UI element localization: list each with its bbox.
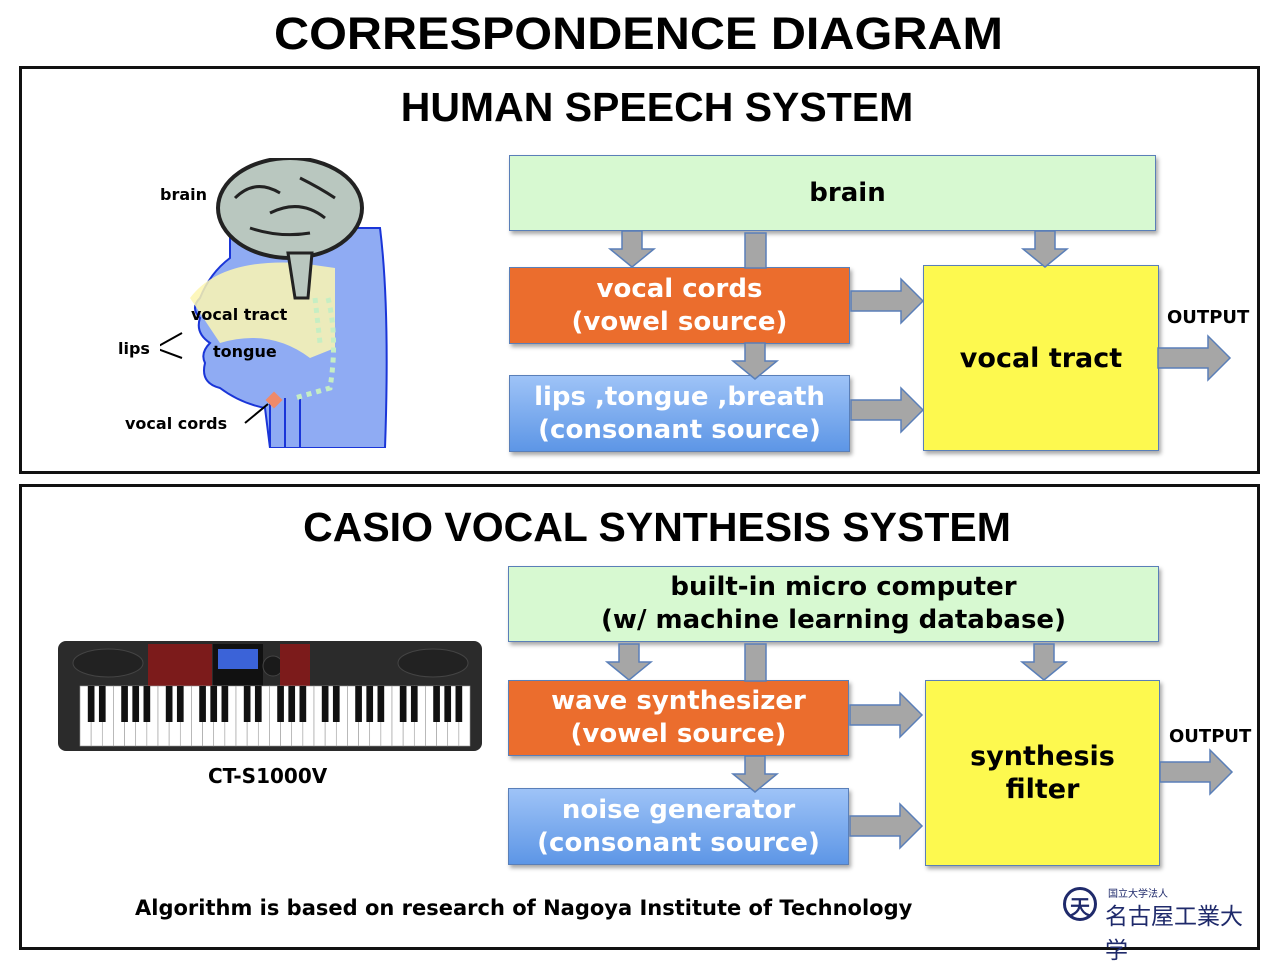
dotted-path-icon <box>294 297 337 401</box>
vocal-tract-block-label: vocal tract <box>959 342 1123 374</box>
footnote: Algorithm is based on research of Nagoya… <box>135 896 913 920</box>
black-key <box>165 686 173 722</box>
wave-synthesizer-block-line2: (vowel source) <box>570 719 787 749</box>
consonant-source-block-line1: lips ,tongue ,breath <box>534 381 825 412</box>
black-key <box>455 686 463 722</box>
vocal-cords-label: vocal cords <box>125 414 228 433</box>
black-key <box>366 686 374 722</box>
human-head-illustration <box>160 158 388 448</box>
lips-label: lips <box>118 339 150 358</box>
black-key <box>299 686 307 722</box>
microcomputer-block-line1: built-in micro computer <box>670 572 1017 602</box>
casio-heading: CASIO VOCAL SYNTHESIS SYSTEM <box>303 504 1011 550</box>
logo-subtitle: 国立大学法人 <box>1108 889 1168 900</box>
logo-name: 名古屋工業大学 <box>1105 904 1243 964</box>
throat-lines <box>269 398 301 448</box>
keyboard-image <box>58 641 482 751</box>
wave-synthesizer-block: wave synthesizer (vowel source) <box>508 680 849 756</box>
wave-synthesizer-block-line1: wave synthesizer <box>551 686 806 716</box>
noise-generator-block: noise generator (consonant source) <box>508 788 849 865</box>
microcomputer-block-line2: (w/ machine learning database) <box>601 605 1066 635</box>
microcomputer-block: built-in micro computer (w/ machine lear… <box>508 566 1159 642</box>
casio-output-label: OUTPUT <box>1169 726 1252 747</box>
black-key <box>210 686 218 722</box>
black-key <box>433 686 440 722</box>
black-key <box>87 686 95 722</box>
product-label: CT-S1000V <box>208 764 328 788</box>
brain-label: brain <box>160 185 208 204</box>
black-key <box>199 686 206 722</box>
page-title: CORRESPONDENCE DIAGRAM <box>273 8 1004 59</box>
vocal-cords-block-line2: (vowel source) <box>571 306 788 337</box>
black-key <box>254 686 262 722</box>
vocal-cords-arrow-icon <box>244 403 269 424</box>
black-key <box>121 686 128 722</box>
logo-emblem-icon: 天 <box>1063 887 1097 921</box>
black-key <box>355 686 362 722</box>
vocal-tract-label: vocal tract <box>191 305 288 324</box>
consonant-source-block: lips ,tongue ,breath (consonant source) <box>509 375 850 452</box>
black-key <box>243 686 251 722</box>
lips-arrow-icon <box>160 332 183 359</box>
black-key <box>143 686 151 722</box>
brain-block-label: brain <box>809 177 886 208</box>
nitech-logo: 天 国立大学法人 名古屋工業大学 <box>1063 885 1263 964</box>
black-key <box>377 686 385 722</box>
black-key <box>399 686 407 722</box>
black-key <box>176 686 184 722</box>
vocal-cords-block-line1: vocal cords <box>596 273 763 304</box>
black-key <box>321 686 329 722</box>
human-output-label: OUTPUT <box>1167 307 1250 328</box>
black-key <box>288 686 296 722</box>
vocal-cords-block: vocal cords (vowel source) <box>509 267 850 344</box>
synthesis-filter-block: synthesis filter <box>925 680 1160 866</box>
black-key <box>221 686 229 722</box>
human-speech-heading: HUMAN SPEECH SYSTEM <box>400 84 914 130</box>
tongue-label: tongue <box>213 342 277 361</box>
brain-block: brain <box>509 155 1156 231</box>
black-key <box>410 686 418 722</box>
synthesis-filter-block-line1: synthesis <box>970 741 1115 772</box>
noise-generator-block-line1: noise generator <box>561 794 796 825</box>
vocal-tract-block: vocal tract <box>923 265 1159 451</box>
black-key <box>444 686 452 722</box>
synthesis-filter-block-line2: filter <box>1005 774 1080 805</box>
consonant-source-block-line2: (consonant source) <box>538 414 821 445</box>
black-key <box>277 686 284 722</box>
black-key <box>132 686 140 722</box>
noise-generator-block-line2: (consonant source) <box>537 827 820 858</box>
black-key <box>98 686 106 722</box>
black-key <box>332 686 340 722</box>
